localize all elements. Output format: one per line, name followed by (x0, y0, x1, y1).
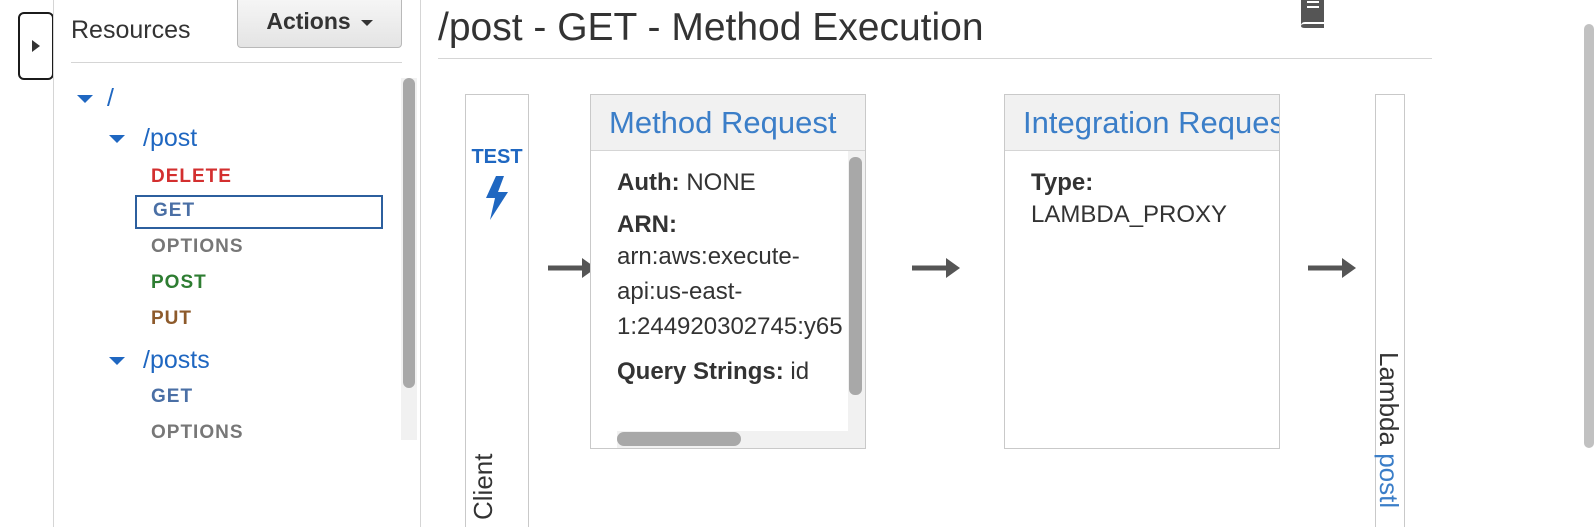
arn-value-line: 1:244920302745:y65 (617, 313, 843, 340)
lambda-function-link[interactable]: postl (1374, 453, 1404, 509)
tree-scrollbar-thumb[interactable] (403, 78, 415, 388)
expand-triangle-icon[interactable] (109, 134, 125, 143)
page-title: /post - GET - Method Execution (438, 6, 984, 49)
arn-key: ARN: (617, 211, 677, 238)
method-options[interactable]: OPTIONS (151, 422, 244, 440)
sidebar-collapse-button[interactable] (18, 12, 54, 80)
arn-value-line: arn:aws:execute- (617, 243, 800, 270)
method-get[interactable]: GET (151, 386, 194, 407)
method-request-body: Auth: NONE ARN: arn:aws:execute- api:us-… (591, 151, 865, 418)
auth-key: Auth: (617, 169, 680, 196)
method-delete[interactable]: DELETE (151, 166, 232, 187)
method-put[interactable]: PUT (151, 308, 192, 329)
tree-node-root[interactable]: / (77, 84, 114, 113)
resource-path-label[interactable]: / (107, 84, 114, 112)
expand-triangle-icon[interactable] (77, 94, 93, 103)
query-strings-value: id (790, 358, 810, 385)
arn-value-line: api:us-east- (617, 278, 743, 305)
arrow-right-icon (548, 258, 596, 278)
arrow-right-icon (912, 258, 960, 278)
method-request-card: Method Request Auth: NONE ARN: arn:aws:e… (590, 94, 866, 449)
method-request-title[interactable]: Method Request (591, 95, 865, 151)
arrow-right-icon (1308, 258, 1356, 278)
sidebar-left-border (53, 0, 54, 527)
page-scrollbar-thumb[interactable] (1584, 24, 1594, 448)
actions-button-label: Actions (266, 7, 351, 34)
tree-node-post[interactable]: /post (109, 124, 197, 153)
method-request-vscroll-thumb[interactable] (849, 157, 862, 395)
tree-node-posts[interactable]: /posts (109, 346, 210, 375)
resources-title: Resources (71, 16, 191, 44)
lambda-prefix: Lambda (1374, 352, 1404, 446)
type-value: LAMBDA_PROXY (1031, 201, 1228, 228)
type-key: Type: (1031, 169, 1094, 196)
integration-request-body: Type: LAMBDA_PROXY (1005, 151, 1279, 261)
resource-tree: / /post DELETE GET OPTIONS POST PUT /pos… (71, 78, 401, 440)
integration-request-title[interactable]: Integration Request (1005, 95, 1279, 151)
method-request-hscroll-thumb[interactable] (617, 432, 741, 446)
integration-request-card: Integration Request Type: LAMBDA_PROXY (1004, 94, 1280, 449)
method-options[interactable]: OPTIONS (151, 236, 244, 257)
resource-path-label[interactable]: /post (143, 124, 198, 152)
query-strings-row: Query Strings: id (617, 358, 839, 386)
method-get-selected[interactable]: GET (153, 200, 196, 221)
caret-right-icon (32, 40, 40, 52)
resources-divider (71, 62, 402, 63)
auth-value: NONE (686, 169, 756, 196)
actions-dropdown-button[interactable]: Actions (237, 0, 402, 48)
client-label: Client (468, 453, 498, 520)
auth-row: Auth: NONE (617, 169, 839, 197)
test-link[interactable]: TEST (471, 146, 523, 168)
query-strings-key: Query Strings: (617, 358, 784, 385)
selected-method-highlight (135, 195, 383, 229)
resource-path-label[interactable]: /posts (143, 346, 210, 374)
sidebar-right-border (420, 0, 421, 527)
title-divider (438, 58, 1432, 59)
lambda-panel (1375, 94, 1405, 527)
client-panel (465, 94, 529, 527)
method-post[interactable]: POST (151, 272, 207, 293)
expand-triangle-icon[interactable] (109, 356, 125, 365)
book-icon[interactable] (1294, 0, 1332, 30)
lambda-label: Lambda postl (1373, 352, 1404, 508)
lightning-bolt-icon[interactable] (484, 176, 510, 220)
caret-down-icon (360, 19, 373, 26)
